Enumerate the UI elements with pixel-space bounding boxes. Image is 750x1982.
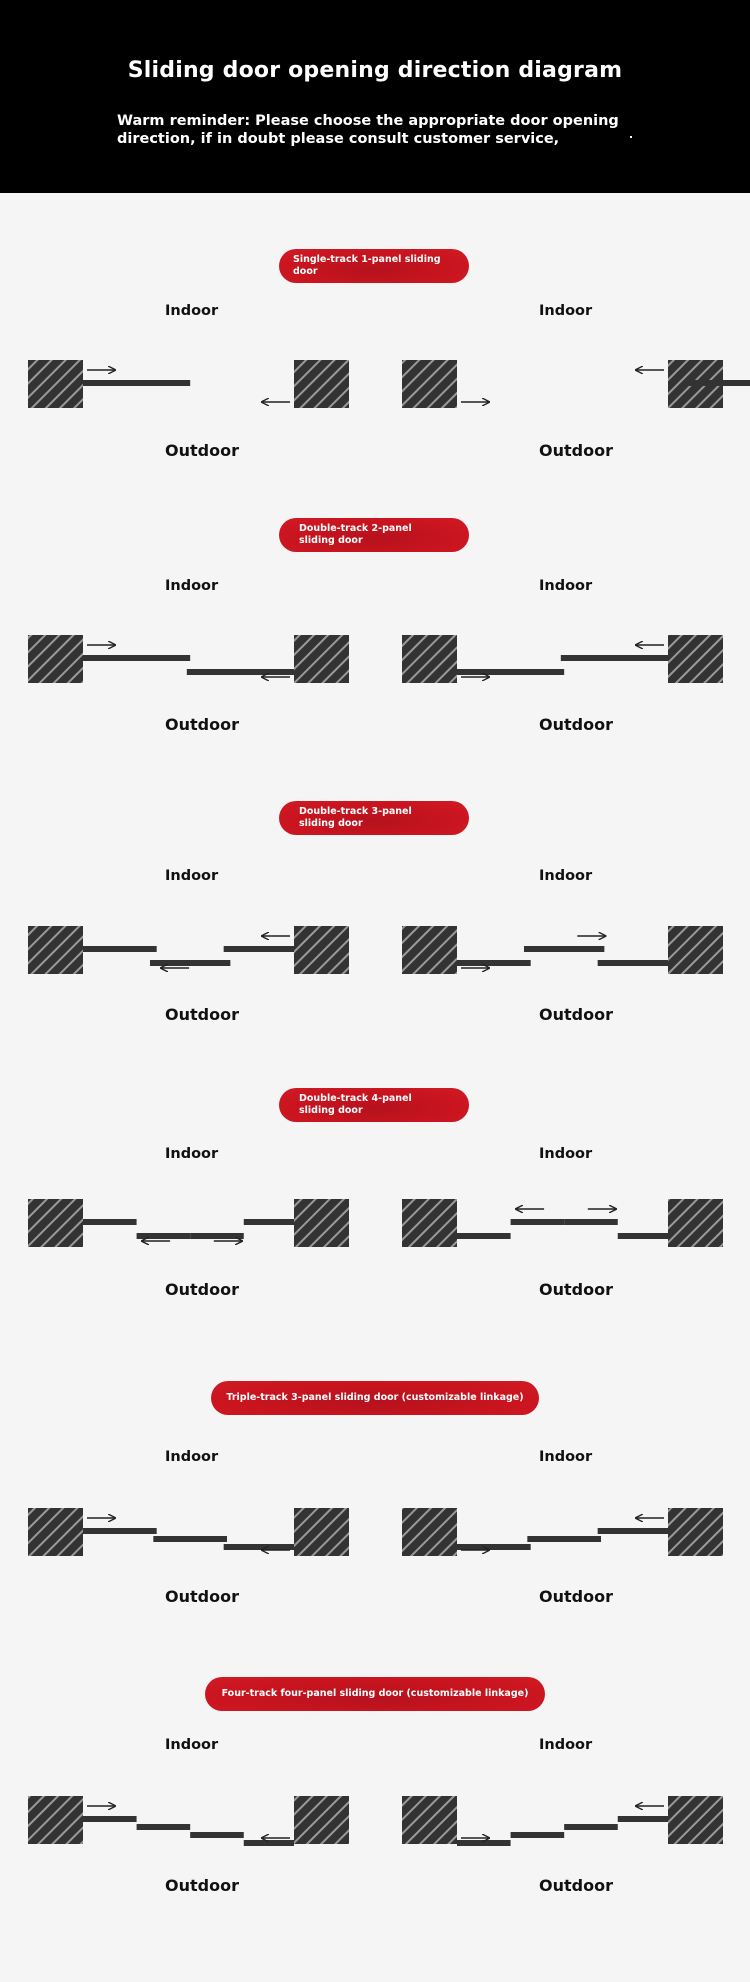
- right-wall-hatched: [294, 635, 349, 683]
- left-wall-hatched: [402, 1199, 457, 1247]
- outdoor-label: Outdoor: [539, 715, 613, 734]
- indoor-label: Indoor: [165, 1737, 219, 1753]
- indoor-label: Indoor: [165, 578, 219, 594]
- indoor-label: Indoor: [539, 1737, 593, 1753]
- section-title-pill: Double-track 3-panel sliding door: [279, 801, 469, 835]
- left-wall-hatched: [402, 926, 457, 974]
- door-panel: [510, 1832, 565, 1838]
- right-wall-hatched: [294, 1508, 349, 1556]
- outdoor-label: Outdoor: [165, 441, 239, 460]
- door-panel: [83, 946, 157, 952]
- door-panel: [597, 1528, 668, 1534]
- door-panel: [153, 1536, 228, 1542]
- left-wall-hatched: [28, 1508, 83, 1556]
- door-panel: [527, 1536, 602, 1542]
- right-wall-hatched: [668, 1508, 723, 1556]
- door-panel: [223, 1544, 294, 1550]
- outdoor-label: Outdoor: [539, 1587, 613, 1606]
- outdoor-label: Outdoor: [539, 1005, 613, 1024]
- door-panel: [564, 1824, 618, 1830]
- door-panel: [560, 655, 668, 661]
- door-panel: [457, 1233, 511, 1239]
- door-panel: [83, 1219, 137, 1225]
- indoor-label: Indoor: [165, 1146, 219, 1162]
- indoor-label: Indoor: [539, 578, 593, 594]
- indoor-label: Indoor: [165, 868, 219, 884]
- door-panel: [617, 1233, 668, 1239]
- door-panel: [83, 655, 191, 661]
- door-panel: [223, 946, 294, 952]
- outdoor-label: Outdoor: [539, 441, 613, 460]
- decorative-dot: [630, 136, 632, 138]
- door-panel: [523, 946, 605, 952]
- door-panel: [597, 960, 668, 966]
- door-panel: [684, 380, 750, 386]
- outdoor-label: Outdoor: [165, 1280, 239, 1299]
- left-wall-hatched: [402, 1796, 457, 1844]
- door-panel: [186, 669, 294, 675]
- indoor-label: Indoor: [165, 303, 219, 319]
- left-wall-hatched: [28, 635, 83, 683]
- door-panel: [83, 1528, 157, 1534]
- left-wall-hatched: [28, 926, 83, 974]
- door-panel: [83, 1816, 137, 1822]
- door-panel: [136, 1233, 191, 1239]
- door-panel: [136, 1824, 191, 1830]
- door-panel: [149, 960, 231, 966]
- outdoor-label: Outdoor: [165, 1876, 239, 1895]
- page-title: Sliding door opening direction diagram: [127, 58, 623, 83]
- right-wall-hatched: [294, 360, 349, 408]
- left-wall-hatched: [28, 360, 83, 408]
- left-wall-hatched: [28, 1796, 83, 1844]
- door-panel: [243, 1840, 294, 1846]
- outdoor-label: Outdoor: [165, 715, 239, 734]
- right-wall-hatched: [668, 926, 723, 974]
- section-title-pill: Single-track 1-panel sliding door: [279, 249, 469, 283]
- door-panel: [457, 1840, 511, 1846]
- door-panel: [457, 1544, 531, 1550]
- door-panel: [83, 380, 191, 386]
- left-wall-hatched: [402, 635, 457, 683]
- indoor-label: Indoor: [539, 868, 593, 884]
- section-title-pill: Triple-track 3-panel sliding door (custo…: [211, 1381, 539, 1415]
- outdoor-label: Outdoor: [539, 1876, 613, 1895]
- door-panel: [190, 1832, 244, 1838]
- door-panel: [457, 669, 565, 675]
- header-banner: Sliding door opening direction diagram W…: [0, 0, 750, 193]
- warm-reminder-text: Warm reminder: Please choose the appropr…: [117, 113, 619, 147]
- indoor-label: Indoor: [539, 303, 593, 319]
- door-panel: [457, 960, 531, 966]
- indoor-label: Indoor: [539, 1449, 593, 1465]
- left-wall-hatched: [28, 1199, 83, 1247]
- right-wall-hatched: [294, 1796, 349, 1844]
- left-wall-hatched: [402, 360, 457, 408]
- section-title-pill: Double-track 2-panel sliding door: [279, 518, 469, 552]
- right-wall-hatched: [668, 1796, 723, 1844]
- section-title-pill: Double-track 4-panel sliding door: [279, 1088, 469, 1122]
- right-wall-hatched: [668, 635, 723, 683]
- door-panel: [190, 1233, 244, 1239]
- door-panel: [564, 1219, 618, 1225]
- right-wall-hatched: [294, 1199, 349, 1247]
- indoor-label: Indoor: [165, 1449, 219, 1465]
- indoor-label: Indoor: [539, 1146, 593, 1162]
- door-panel: [617, 1816, 668, 1822]
- door-panel: [510, 1219, 565, 1225]
- outdoor-label: Outdoor: [165, 1587, 239, 1606]
- door-panel: [243, 1219, 294, 1225]
- section-title-pill: Four-track four-panel sliding door (cust…: [205, 1677, 545, 1711]
- right-wall-hatched: [294, 926, 349, 974]
- outdoor-label: Outdoor: [165, 1005, 239, 1024]
- left-wall-hatched: [402, 1508, 457, 1556]
- right-wall-hatched: [668, 1199, 723, 1247]
- outdoor-label: Outdoor: [539, 1280, 613, 1299]
